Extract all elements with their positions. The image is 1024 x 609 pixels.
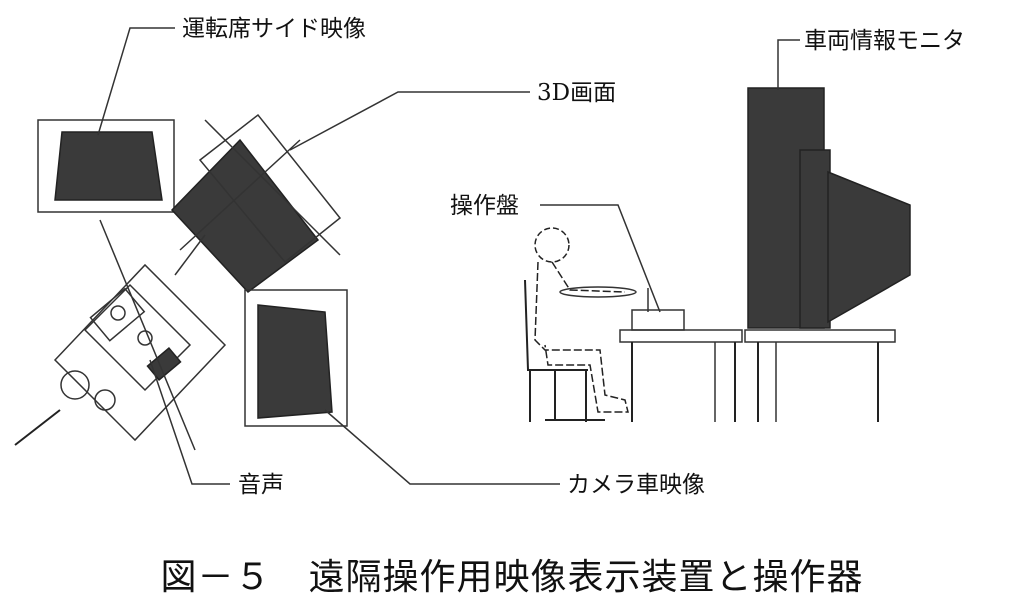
vehicle-info-monitor <box>744 87 911 422</box>
label-audio: 音声 <box>238 472 284 498</box>
driver-side-video-screen <box>37 119 175 213</box>
3d-screen <box>170 113 342 294</box>
label-camera-car-video: カメラ車映像 <box>567 472 705 498</box>
chair <box>524 279 605 422</box>
control-desk <box>619 288 743 422</box>
leader-vehicle-info <box>777 39 800 90</box>
leader-3d <box>289 91 530 151</box>
label-vehicle-info-monitor: 車両情報モニタ <box>804 28 965 54</box>
label-driver-side-video: 運転席サイド映像 <box>182 16 366 42</box>
camera-car-video-screen <box>244 289 348 427</box>
label-3d-screen: 3D画面 <box>537 80 616 106</box>
figure-caption: 図－５ 遠隔操作用映像表示装置と操作器 <box>160 557 864 598</box>
leader-camera-car <box>324 409 560 485</box>
diagram-canvas: 運転席サイド映像 3D画面 車両情報モニタ 操作盤 音声 カメラ車映像 <box>14 16 965 498</box>
label-control-panel: 操作盤 <box>450 193 519 219</box>
leader-audio <box>149 359 230 485</box>
operator-side-view <box>534 227 637 413</box>
leader-control-panel <box>540 204 661 313</box>
leader-driver-side <box>97 27 175 136</box>
operator-top-view <box>14 219 227 451</box>
